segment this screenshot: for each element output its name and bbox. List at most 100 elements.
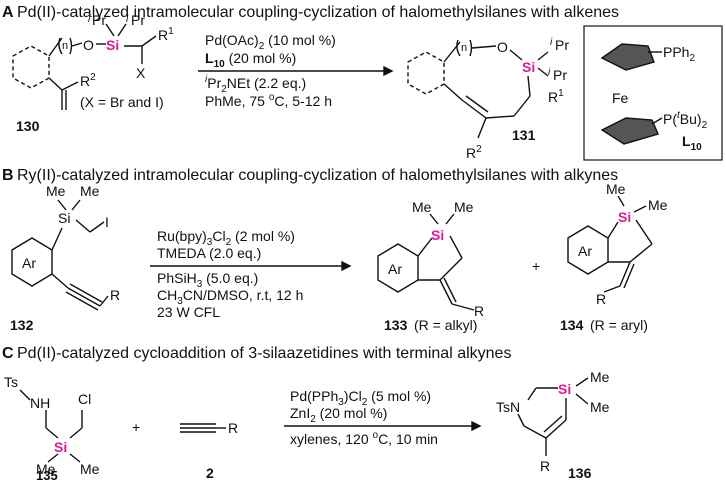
condition-line: CH3CN/DMSO, r.t, 12 h [157, 287, 303, 307]
bond [575, 393, 589, 405]
silicon-label: Si [522, 59, 535, 75]
n-subscript: n [461, 42, 467, 54]
chlorine-label: Cl [78, 391, 91, 407]
x-note: (X = Br and I) [80, 94, 164, 110]
compound-number-134: 134 [560, 317, 584, 333]
r-note: (R = alkyl) [414, 317, 477, 333]
n-subscript: n [62, 40, 68, 52]
r1-label: R1 [548, 88, 564, 105]
bond [75, 219, 91, 233]
compound-131: n O Si i Pr i Pr R1 R2 131 [407, 37, 569, 161]
ipr-sup: i [550, 37, 553, 48]
conditions-b: Ru(bpy)3Cl2 (2 mol %) TMEDA (2.0 eq.) Ph… [150, 228, 352, 320]
silicon-label: Si [106, 37, 119, 53]
conditions-c: Pd(PPh3)Cl2 (5 mol %) ZnI2 (20 mol %) xy… [284, 388, 482, 447]
section-b: B Ry(II)-catalyzed intramolecular coupli… [2, 167, 668, 333]
x-label: X [136, 65, 146, 81]
ts-label: Ts [4, 374, 18, 390]
double-bond [545, 419, 567, 439]
iodine-label: I [105, 214, 109, 230]
r2-label: R2 [466, 144, 482, 161]
r2-label: R2 [80, 72, 96, 89]
bond [117, 23, 127, 37]
plus-sign: + [132, 419, 140, 435]
compound-2: R 2 [180, 420, 238, 481]
bond [71, 42, 83, 47]
section-c-title: Pd(II)-catalyzed cycloaddition of 3-sila… [17, 345, 511, 362]
bond [527, 75, 531, 97]
compound-136: TsN Si Me Me R 136 [496, 369, 610, 481]
compound-130: n O Si i Pr i Pr R1 X R2 (X = Br and I) … [12, 12, 174, 134]
cyclopentadienyl-ring [600, 43, 655, 71]
conditions-a: Pd(OAc)2 (10 mol %) L10 (20 mol %) iPr2N… [198, 32, 394, 109]
double-bond [543, 415, 563, 433]
condition-line: Pd(OAc)2 (10 mol %) [205, 32, 336, 52]
condition-line: iPr2NEt (2.2 eq.) [205, 74, 306, 95]
bond [57, 199, 67, 211]
methyl-label: Me [590, 369, 610, 385]
compound-number-133: 133 [384, 317, 408, 333]
bond [513, 95, 531, 117]
bond [527, 387, 537, 401]
bond [48, 37, 63, 57]
bond [69, 453, 81, 463]
section-b-title: Ry(II)-catalyzed intramolecular coupling… [17, 167, 618, 184]
bond [635, 219, 653, 245]
ipr-label: Pr [553, 67, 567, 83]
section-c-letter: C [2, 345, 14, 362]
condition-line: ZnI2 (20 mol %) [290, 405, 387, 425]
bond [633, 205, 647, 213]
paren [69, 37, 73, 55]
iron-label: Fe [612, 90, 629, 106]
bond [509, 49, 523, 61]
bond [61, 81, 79, 91]
double-bond [623, 263, 635, 289]
r1-label: R1 [158, 26, 174, 43]
silicon-label: Si [54, 439, 67, 455]
bond [105, 23, 115, 37]
silicon-label: Si [618, 209, 631, 225]
tsn-label: TsN [496, 399, 520, 415]
pph2-label: PPh2 [663, 44, 695, 64]
ipr-sup: i [548, 67, 551, 78]
triple-bond [69, 283, 103, 303]
bond [141, 35, 157, 47]
condition-line: xylenes, 120 oC, 10 min [290, 430, 438, 447]
oxygen-label: O [497, 39, 508, 55]
ar-label: Ar [578, 243, 592, 259]
condition-line: PhSiH3 (5.0 eq.) [157, 270, 258, 290]
triple-bond [65, 291, 99, 311]
bond [51, 227, 63, 251]
bond [537, 51, 549, 61]
condition-line: 23 W CFL [157, 304, 220, 320]
arrow-head [341, 260, 352, 272]
r-label: R [474, 303, 484, 319]
bond [607, 221, 619, 239]
condition-line: Pd(PPh3)Cl2 (5 mol %) [290, 388, 431, 408]
methyl-label: Me [590, 399, 610, 415]
ipr-sup: i [88, 14, 91, 25]
bond [19, 389, 31, 401]
bond [443, 83, 463, 101]
methyl-label: Me [36, 461, 56, 477]
bond [89, 221, 105, 233]
compound-133: Ar Si Me Me R 133 (R = alkyl) [377, 199, 484, 333]
bond [439, 257, 463, 281]
silicon-label: Si [58, 210, 70, 226]
ligand-frame [583, 25, 723, 161]
bond [523, 425, 547, 439]
bond [69, 427, 83, 439]
ar-label: Ar [388, 261, 402, 277]
compound-number-136: 136 [568, 465, 592, 481]
bond [471, 45, 497, 49]
compound-number-130: 130 [16, 118, 40, 134]
r-label: R [110, 287, 120, 303]
double-bond [439, 279, 453, 305]
bond [51, 273, 69, 289]
plus-sign: + [532, 258, 540, 274]
arrow-head [383, 65, 394, 77]
bond [47, 453, 59, 463]
ar-label: Ar [22, 255, 36, 271]
paren [456, 39, 461, 57]
triple-bond [67, 287, 101, 307]
